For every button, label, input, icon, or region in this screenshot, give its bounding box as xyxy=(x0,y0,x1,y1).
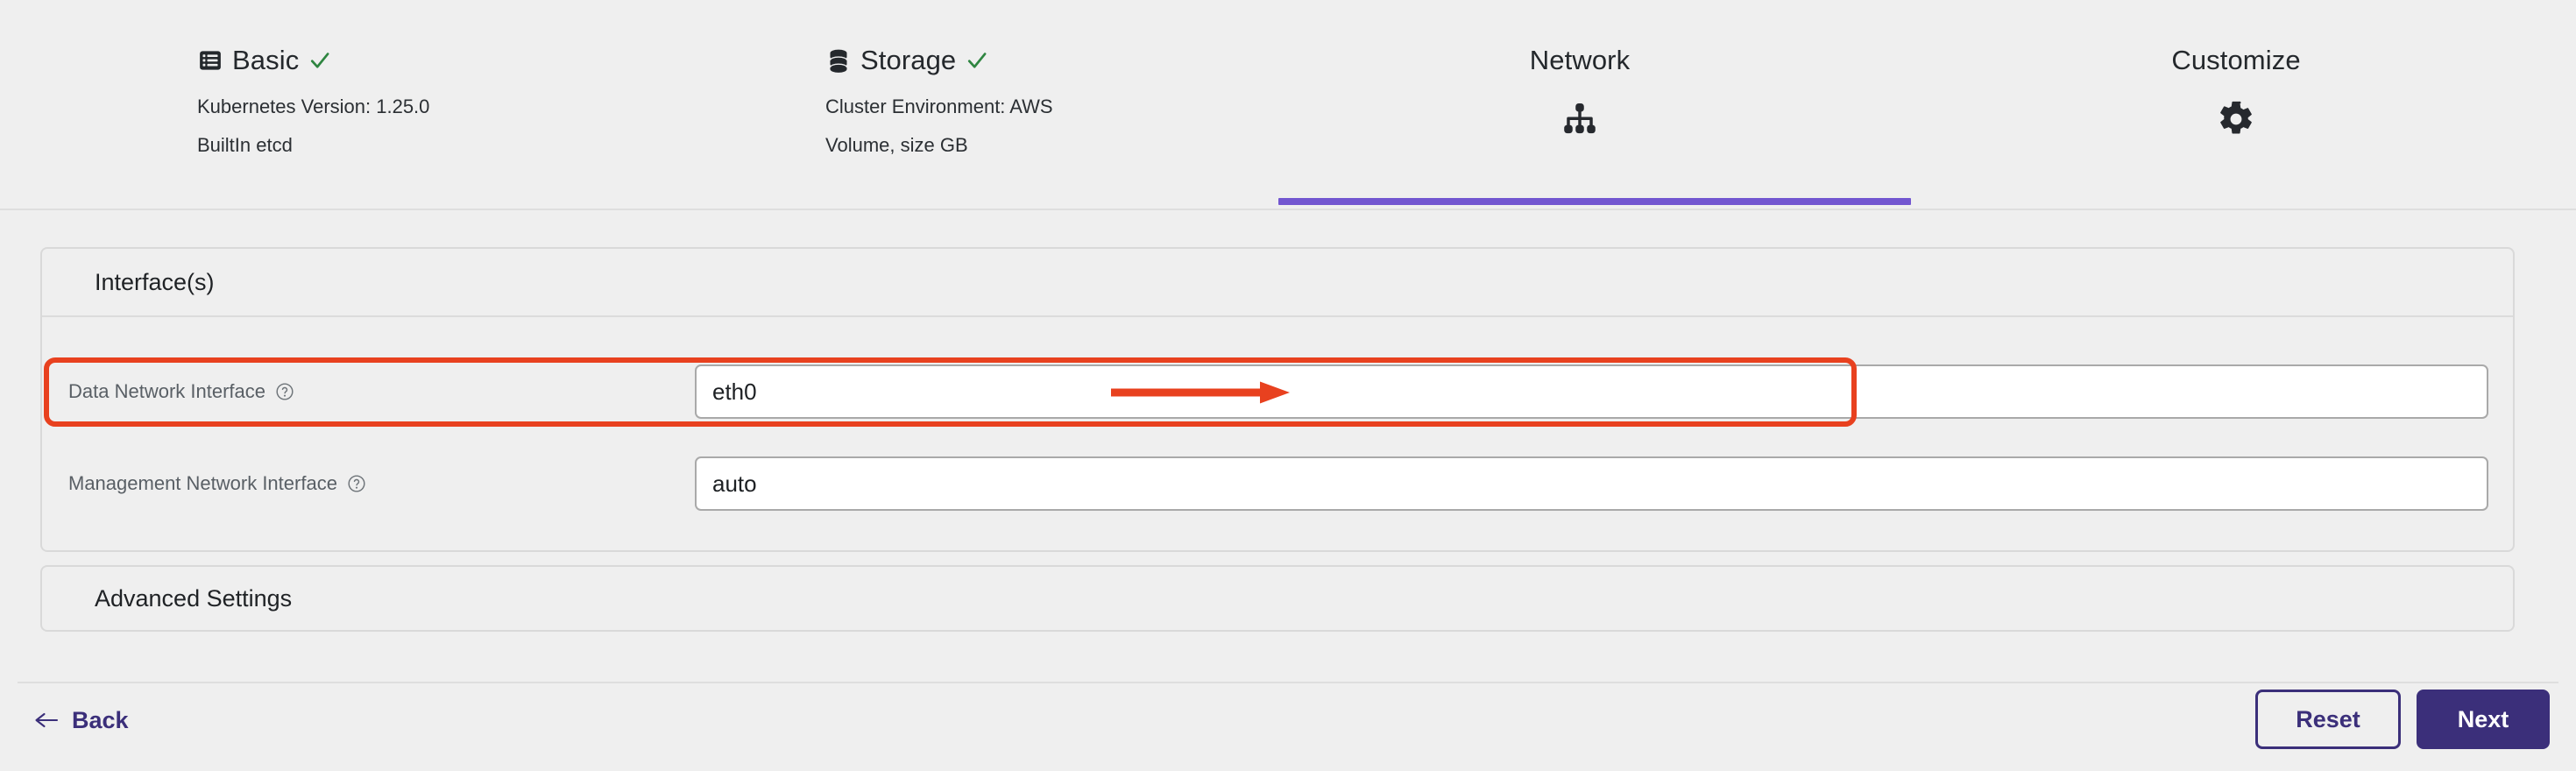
step-subline: BuiltIn etcd xyxy=(197,134,293,156)
step-label-network: Network xyxy=(1529,45,1631,75)
check-icon xyxy=(308,48,332,73)
interfaces-card: Interface(s) Data Network Interface xyxy=(40,247,2515,552)
step-title-row: Network xyxy=(1263,42,1896,79)
label-text: Data Network Interface xyxy=(68,380,265,402)
next-button[interactable]: Next xyxy=(2417,690,2550,749)
step-subline: Cluster Environment: AWS xyxy=(825,95,1053,117)
step-label-storage: Storage xyxy=(860,45,957,75)
form-row-data-network-interface: Data Network Interface xyxy=(42,357,2513,427)
interfaces-card-title: Interface(s) xyxy=(95,268,215,295)
step-title-row: Storage xyxy=(825,42,1263,79)
wizard-step-network[interactable]: Network xyxy=(1263,0,1896,210)
step-title-row: Basic xyxy=(197,42,631,79)
arrow-left-icon xyxy=(33,710,60,731)
advanced-settings-card[interactable]: Advanced Settings xyxy=(40,565,2515,632)
list-table-icon xyxy=(197,47,223,74)
database-icon xyxy=(825,47,852,74)
wizard-step-header: Basic Kubernetes Version: 1.25.0 BuiltIn… xyxy=(0,0,2576,210)
question-circle-icon[interactable] xyxy=(347,474,366,493)
interfaces-card-body: Data Network Interface xyxy=(42,319,2513,552)
label-data-network-interface: Data Network Interface xyxy=(68,364,294,419)
step-label-basic: Basic xyxy=(232,45,300,75)
check-icon xyxy=(965,48,989,73)
step-label-customize: Customize xyxy=(2171,45,2301,75)
step-subline: Kubernetes Version: 1.25.0 xyxy=(197,95,430,117)
wizard-step-customize[interactable]: Customize xyxy=(1896,0,2576,210)
back-button-label: Back xyxy=(72,706,129,733)
data-network-interface-input[interactable] xyxy=(695,364,2488,419)
label-text: Management Network Interface xyxy=(68,472,337,494)
advanced-settings-title: Advanced Settings xyxy=(95,584,293,612)
footer-divider xyxy=(18,682,2558,683)
question-circle-icon[interactable] xyxy=(275,382,294,401)
form-row-management-network-interface: Management Network Interface xyxy=(42,456,2513,511)
label-management-network-interface: Management Network Interface xyxy=(68,456,366,511)
reset-button[interactable]: Reset xyxy=(2255,690,2401,749)
step-subline: Volume, size GB xyxy=(825,134,968,156)
gear-icon xyxy=(1896,96,2576,142)
back-button[interactable]: Back xyxy=(33,699,129,741)
step-title-row: Customize xyxy=(1896,42,2576,79)
sitemap-icon xyxy=(1263,96,1896,142)
wizard-step-storage[interactable]: Storage Cluster Environment: AWS Volume,… xyxy=(631,0,1263,210)
header-divider xyxy=(0,209,2576,210)
active-step-indicator xyxy=(1278,198,1911,205)
wizard-step-basic[interactable]: Basic Kubernetes Version: 1.25.0 BuiltIn… xyxy=(0,0,631,210)
management-network-interface-input[interactable] xyxy=(695,456,2488,511)
interfaces-card-header[interactable]: Interface(s) xyxy=(42,249,2513,317)
wizard-footer: Back Reset Next xyxy=(0,683,2576,771)
